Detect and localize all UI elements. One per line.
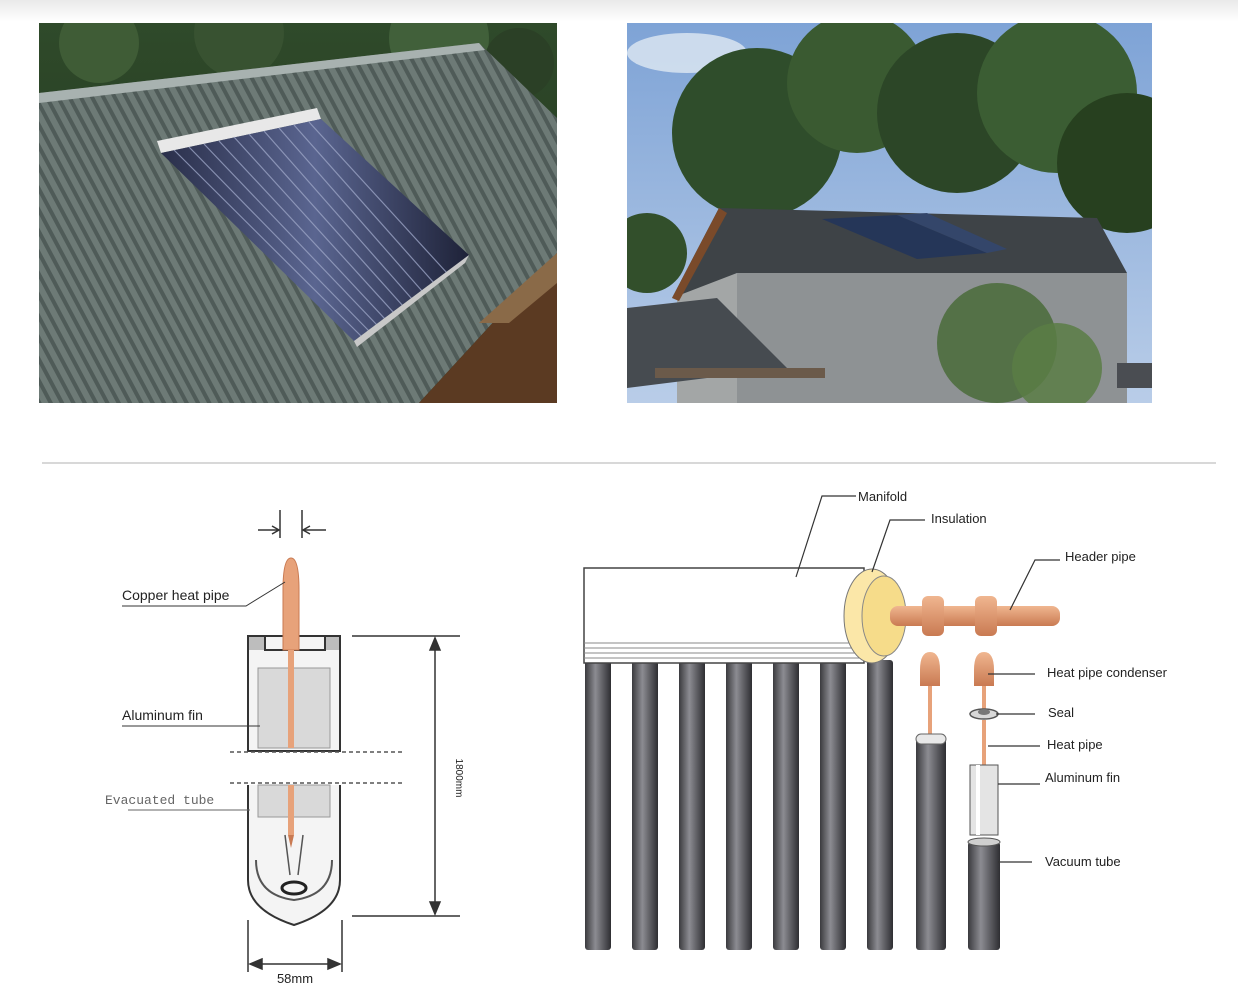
- aluminum-fin-label: Aluminum fin: [122, 707, 203, 723]
- aluminum-fin-label-right: Aluminum fin: [1045, 770, 1120, 785]
- copper-heat-pipe: [282, 557, 300, 848]
- exploded-tube-2: [967, 652, 1001, 950]
- vacuum-tube-label: Vacuum tube: [1045, 854, 1121, 869]
- evacuated-tube-diagram: 1800mm 58mm Copper heat pipe Aluminum fi…: [80, 490, 500, 990]
- tube-length-marker: [352, 635, 460, 917]
- section-divider: [42, 462, 1216, 464]
- length-label: 1800mm: [453, 759, 464, 798]
- house-with-solar-panels-photo: [627, 23, 1152, 403]
- insulation-label: Insulation: [931, 511, 987, 526]
- manifold-label: Manifold: [858, 489, 907, 504]
- top-shadow-bar: [0, 0, 1238, 22]
- header-pipe-label: Header pipe: [1065, 549, 1136, 564]
- header-pipe: [890, 596, 1060, 636]
- manifold-box: [583, 567, 865, 664]
- pipe-width-marker: [258, 510, 326, 538]
- insulation-end: [843, 568, 907, 664]
- diameter-label: 58mm: [277, 971, 313, 986]
- seal-label: Seal: [1048, 705, 1074, 720]
- vacuum-tubes-row: [585, 660, 893, 950]
- heat-pipe-label: Heat pipe: [1047, 737, 1103, 752]
- heat-pipe-condenser-label: Heat pipe condenser: [1047, 665, 1168, 680]
- evacuated-tube-label: Evacuated tube: [105, 793, 214, 808]
- manifold-diagram: Manifold Insulation Header pipe Heat pip…: [560, 480, 1220, 960]
- copper-heat-pipe-label: Copper heat pipe: [122, 587, 230, 603]
- tube-diameter-marker: [247, 920, 343, 972]
- tube-with-heat-pipe-1: [915, 652, 947, 950]
- roof-solar-collector-photo: [39, 23, 557, 403]
